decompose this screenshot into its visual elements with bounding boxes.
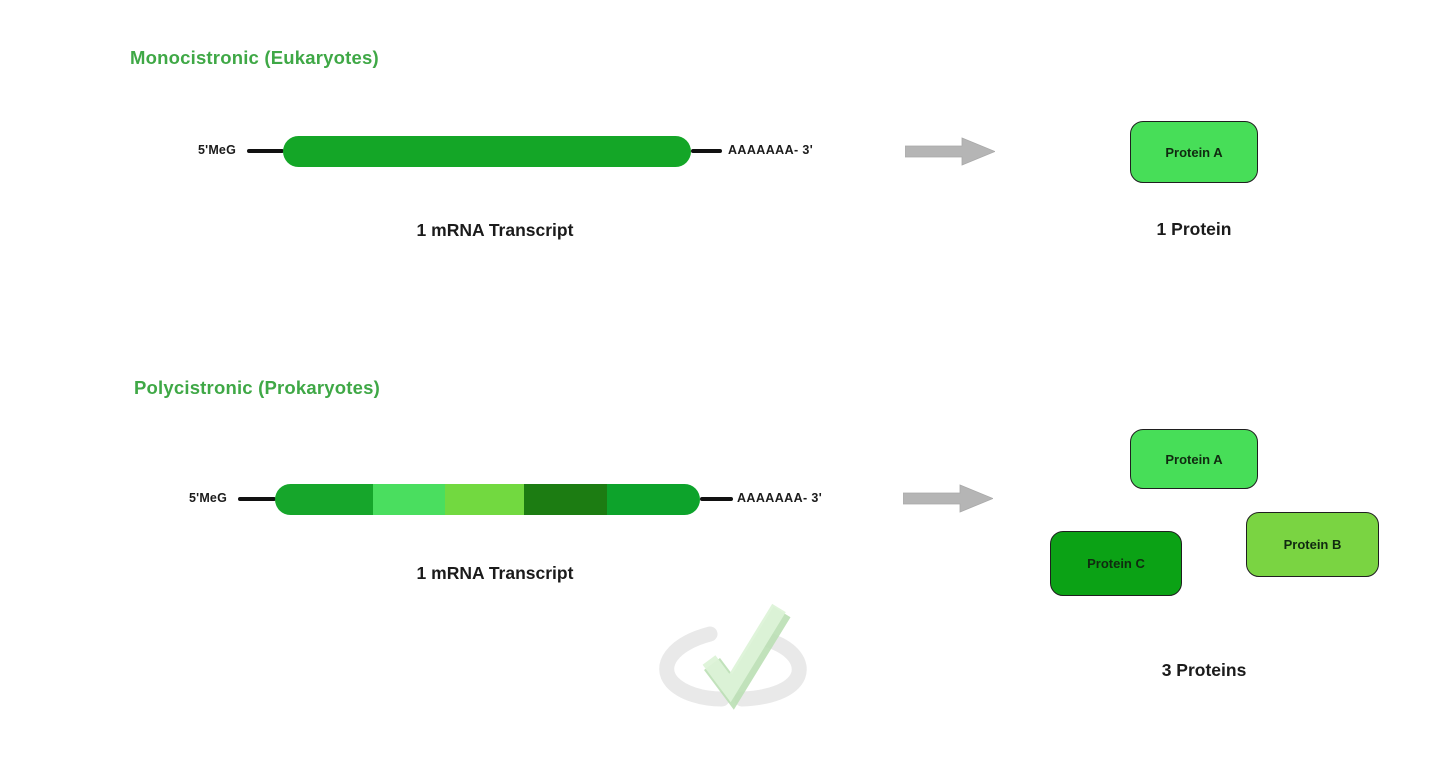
polycistronic-title: Polycistronic (Prokaryotes) bbox=[134, 377, 380, 398]
poly-orf-segment-5 bbox=[606, 484, 700, 515]
mono-5meg-label: 5'MeG bbox=[198, 143, 237, 157]
poly-protein-a-label: Protein A bbox=[1165, 451, 1223, 467]
poly-protein-b-label: Protein B bbox=[1283, 537, 1342, 552]
mono-right-arrow-icon bbox=[905, 137, 995, 166]
poly-5meg-label: 5'MeG bbox=[189, 491, 228, 505]
poly-orf-segment-1 bbox=[275, 484, 374, 515]
poly-mrna-bar bbox=[275, 484, 700, 515]
poly-protein-a-box: Protein A bbox=[1130, 429, 1258, 489]
poly-protein-b-box: Protein B bbox=[1246, 512, 1379, 577]
swoosh-ring-icon bbox=[659, 626, 807, 707]
mono-protein-a-box: Protein A bbox=[1130, 121, 1258, 183]
poly-orf-segment-2 bbox=[373, 484, 445, 515]
poly-strand-line-left bbox=[238, 497, 276, 501]
poly-protein-c-label: Protein C bbox=[1087, 556, 1145, 571]
poly-protein-c-box: Protein C bbox=[1050, 531, 1182, 596]
poly-result-caption: 3 Proteins bbox=[1161, 660, 1247, 680]
poly-polya-label: AAAAAAA- 3' bbox=[737, 491, 823, 505]
mono-mrna-bar bbox=[283, 136, 691, 167]
poly-orf-segment-4 bbox=[524, 484, 607, 515]
poly-right-arrow-icon bbox=[903, 484, 993, 513]
check-icon bbox=[702, 603, 791, 710]
poly-transcript-caption: 1 mRNA Transcript bbox=[416, 563, 574, 583]
mono-polya-label: AAAAAAA- 3' bbox=[728, 143, 814, 157]
monocistronic-title: Monocistronic (Eukaryotes) bbox=[130, 47, 379, 68]
mono-strand-line-left bbox=[247, 149, 284, 153]
mono-transcript-caption: 1 mRNA Transcript bbox=[416, 220, 574, 240]
poly-orf-segment-3 bbox=[444, 484, 525, 515]
mono-result-caption: 1 Protein bbox=[1156, 219, 1232, 239]
mono-protein-a-label: Protein A bbox=[1165, 144, 1223, 160]
mono-orf-segment bbox=[283, 136, 691, 167]
mono-strand-line-right bbox=[691, 149, 722, 153]
poly-strand-line-right bbox=[700, 497, 733, 501]
checkmark-logo-watermark bbox=[659, 603, 807, 710]
